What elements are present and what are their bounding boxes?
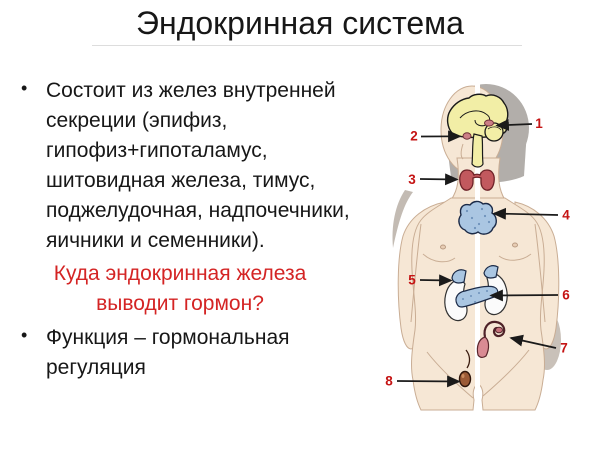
testis <box>458 349 472 388</box>
pointer-line-7 <box>509 334 557 349</box>
ovary <box>495 326 503 334</box>
ovary-fallopian-tube <box>476 320 506 358</box>
marker-2-pituitary: 2 <box>410 129 418 144</box>
marker-3-thyroid: 3 <box>408 172 416 187</box>
bullet-icon: • <box>21 78 28 98</box>
marker-7-ovary: 7 <box>560 341 568 356</box>
adrenal-gland-left <box>451 269 467 284</box>
pineal-gland <box>484 119 494 127</box>
marker-6-pancreas: 6 <box>562 288 570 303</box>
number-markers: 1 2 3 4 5 6 7 8 <box>385 116 570 389</box>
title-underline <box>92 45 522 46</box>
body-contour-lines <box>410 143 546 399</box>
pointer-line-1 <box>495 119 533 131</box>
bullet-icon: • <box>21 325 28 345</box>
pointer-lines <box>396 119 559 388</box>
page-title: Эндокринная система <box>136 5 464 41</box>
pointer-line-8 <box>396 375 461 388</box>
bullet-text-composition: Состоит из желез внутренней секреции (эп… <box>46 79 350 252</box>
adrenal-gland-right <box>483 265 499 279</box>
marker-1-pineal: 1 <box>535 116 543 131</box>
marker-4-thymus: 4 <box>562 208 570 223</box>
thymus-gland <box>458 200 497 235</box>
pointer-line-5 <box>419 274 453 287</box>
pituitary-gland <box>462 132 472 140</box>
pointer-line-4 <box>492 207 559 220</box>
list-item-composition: • Состоит из желез внутренней секреции (… <box>12 76 384 256</box>
pointer-line-6 <box>489 289 559 302</box>
bullet-list: • Состоит из желез внутренней секреции (… <box>12 76 384 383</box>
bullet-text-function: Функция – гормональная регуляция <box>46 326 290 379</box>
marker-5-adrenal: 5 <box>408 273 416 288</box>
adrenal-glands <box>451 265 499 284</box>
thyroid-gland <box>459 169 495 191</box>
question-text: Куда эндокринная железа выводит гормон? <box>53 262 307 315</box>
brain-illustration <box>446 93 509 168</box>
pointer-line-3 <box>419 173 459 186</box>
median-split-line <box>475 84 480 414</box>
marker-8-testis: 8 <box>385 374 393 389</box>
endocrine-figure: 1 2 3 4 5 6 7 8 <box>385 84 570 414</box>
list-item-function: • Функция – гормональная регуляция <box>12 323 384 383</box>
